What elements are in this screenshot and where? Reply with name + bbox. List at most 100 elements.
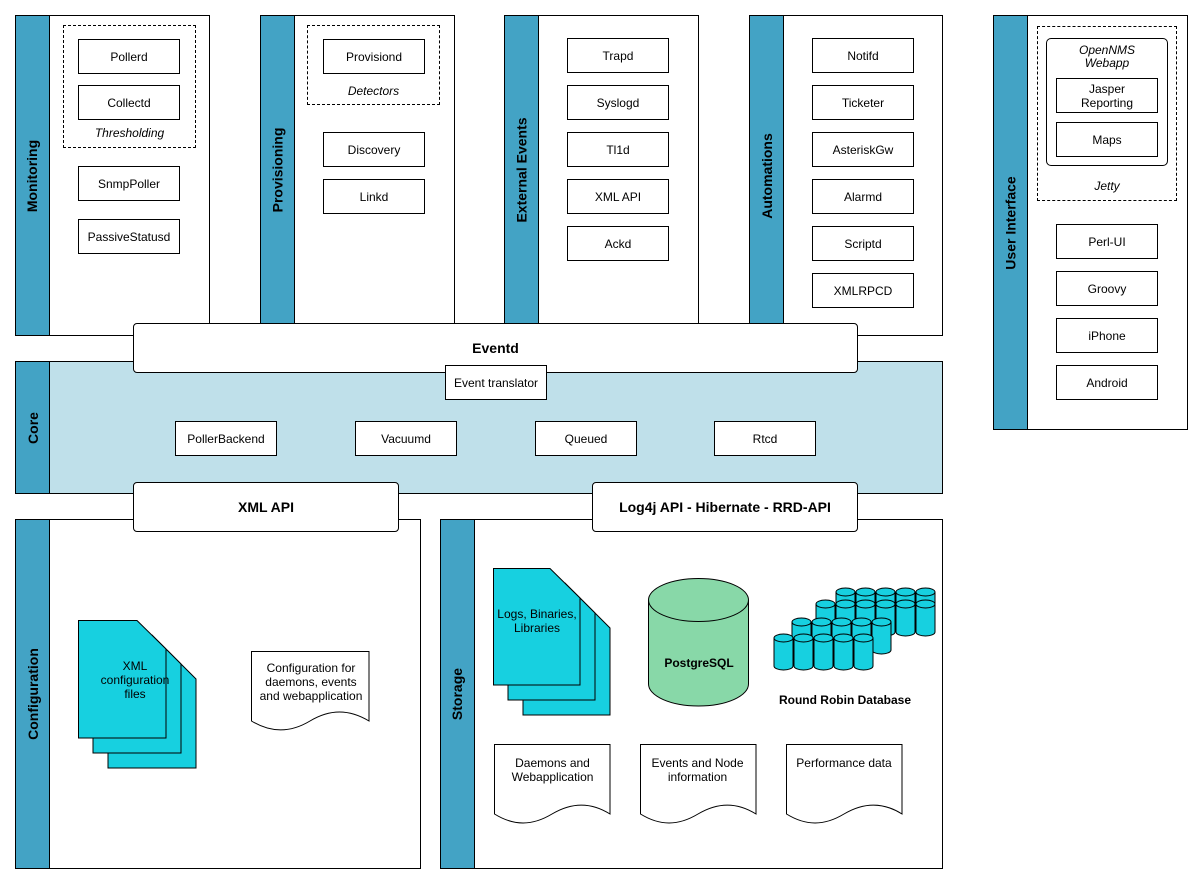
xmlrpcd-box[interactable]: XMLRPCD [812, 273, 914, 308]
rrd-cylinder-top [833, 633, 854, 643]
core-sidebar [16, 362, 50, 493]
syslogd-box[interactable]: Syslogd [567, 85, 669, 120]
configuration-title: Configuration [24, 648, 41, 740]
thresholding-group [63, 25, 196, 148]
ackd-box[interactable]: Ackd [567, 226, 669, 261]
provisioning-sidebar [261, 16, 295, 324]
thresholding-label: Thresholding [94, 126, 165, 140]
storage-sidebar [441, 520, 475, 868]
storage-title: Storage [449, 667, 466, 721]
jetty-label: Jetty [1094, 179, 1120, 193]
jasper-box[interactable]: Jasper Reporting [1056, 78, 1158, 113]
rrd-label: Round Robin Database [778, 693, 911, 707]
rrd-cylinders-icon [773, 587, 936, 671]
webapp-label: OpenNMS Webapp [1078, 43, 1136, 70]
rrd-cylinder-top [853, 633, 874, 643]
doc3-icon [786, 744, 903, 824]
core-title: Core [24, 411, 41, 444]
maps-box[interactable]: Maps [1056, 122, 1158, 157]
rrd-cylinder-top [835, 587, 856, 597]
log4j-api-bar[interactable]: Log4j API - Hibernate - RRD-API [592, 482, 858, 532]
rrd-cylinder-top [813, 633, 834, 643]
alarmd-box[interactable]: Alarmd [812, 179, 914, 214]
rrd-cylinder [895, 604, 916, 637]
android-box[interactable]: Android [1056, 365, 1158, 400]
rrd-cylinder-top [871, 617, 892, 627]
groovy-box[interactable]: Groovy [1056, 271, 1158, 306]
rrd-cylinder-top [875, 599, 896, 609]
rrd-cylinder [813, 638, 834, 671]
rrd-cylinder-top [793, 633, 814, 643]
config-doc-label: Configuration for daemons, events and we… [259, 661, 363, 703]
rrd-cylinder-top [915, 599, 936, 609]
logs-icon [493, 568, 611, 716]
snmppoller-box[interactable]: SnmpPoller [78, 166, 180, 201]
configuration-sidebar [16, 520, 50, 868]
external-events-sidebar [505, 16, 539, 324]
rtcd-box[interactable]: Rtcd [714, 421, 816, 456]
config-doc-icon [251, 651, 370, 731]
collectd-box[interactable]: Collectd [78, 85, 180, 120]
provisioning-title: Provisioning [269, 127, 286, 213]
external-events-title: External Events [513, 117, 530, 223]
rrd-cylinder-top [855, 599, 876, 609]
user-interface-title: User Interface [1002, 175, 1019, 270]
rrd-cylinder-top [875, 587, 896, 597]
detectors-group [307, 25, 440, 105]
rrd-cylinder-top [895, 599, 916, 609]
iphone-box[interactable]: iPhone [1056, 318, 1158, 353]
doc3-label: Performance data [796, 756, 892, 770]
automations-sidebar [750, 16, 784, 335]
user-interface-sidebar [994, 16, 1028, 429]
doc1-icon [494, 744, 611, 824]
perl-ui-box[interactable]: Perl-UI [1056, 224, 1158, 259]
rrd-cylinder [833, 638, 854, 671]
rrd-cylinder [915, 604, 936, 637]
automations-title: Automations [758, 132, 775, 219]
logs-label: Logs, Binaries, Libraries [497, 607, 577, 635]
tl1d-box[interactable]: Tl1d [567, 132, 669, 167]
detectors-label: Detectors [347, 84, 400, 98]
doc1-label: Daemons and Webapplication [511, 756, 594, 784]
discovery-box[interactable]: Discovery [323, 132, 425, 167]
doc2-label: Events and Node information [651, 756, 744, 784]
rrd-cylinder [871, 622, 892, 655]
queued-box[interactable]: Queued [535, 421, 637, 456]
pollerbackend-box[interactable]: PollerBackend [175, 421, 277, 456]
provisiond-box[interactable]: Provisiond [323, 39, 425, 74]
rrd-cylinder [853, 638, 874, 671]
doc2-icon [640, 744, 757, 824]
passivestatusd-box[interactable]: PassiveStatusd [78, 219, 180, 254]
xml-files-label: XML configuration files [100, 659, 170, 701]
rrd-cylinder-top [851, 617, 872, 627]
rrd-cylinder-top [835, 599, 856, 609]
xml-api-events-box[interactable]: XML API [567, 179, 669, 214]
xml-api-bar[interactable]: XML API [133, 482, 399, 532]
trapd-box[interactable]: Trapd [567, 38, 669, 73]
rrd-cylinder-top [855, 587, 876, 597]
ticketer-box[interactable]: Ticketer [812, 85, 914, 120]
notifd-box[interactable]: Notifd [812, 38, 914, 73]
rrd-cylinder [773, 638, 794, 671]
vacuumd-box[interactable]: Vacuumd [355, 421, 457, 456]
pollerd-box[interactable]: Pollerd [78, 39, 180, 74]
monitoring-sidebar [16, 16, 50, 335]
rrd-cylinder-top [895, 587, 916, 597]
rrd-cylinder [793, 638, 814, 671]
postgres-label: PostgreSQL [664, 656, 734, 670]
eventd-bar[interactable]: Eventd [133, 323, 858, 373]
rrd-cylinder-top [831, 617, 852, 627]
rrd-cylinder-top [791, 617, 812, 627]
jetty-group [1037, 26, 1177, 201]
asteriskgw-box[interactable]: AsteriskGw [812, 132, 914, 167]
monitoring-title: Monitoring [24, 139, 41, 212]
rrd-cylinder-top [773, 633, 794, 643]
scriptd-box[interactable]: Scriptd [812, 226, 914, 261]
linkd-box[interactable]: Linkd [323, 179, 425, 214]
xml-files-icon [78, 620, 197, 769]
event-translator-box[interactable]: Event translator [445, 365, 547, 400]
rrd-cylinder-top [915, 587, 936, 597]
rrd-cylinder-top [811, 617, 832, 627]
postgres-cylinder-icon [648, 578, 749, 707]
rrd-cylinder-top [815, 599, 836, 609]
